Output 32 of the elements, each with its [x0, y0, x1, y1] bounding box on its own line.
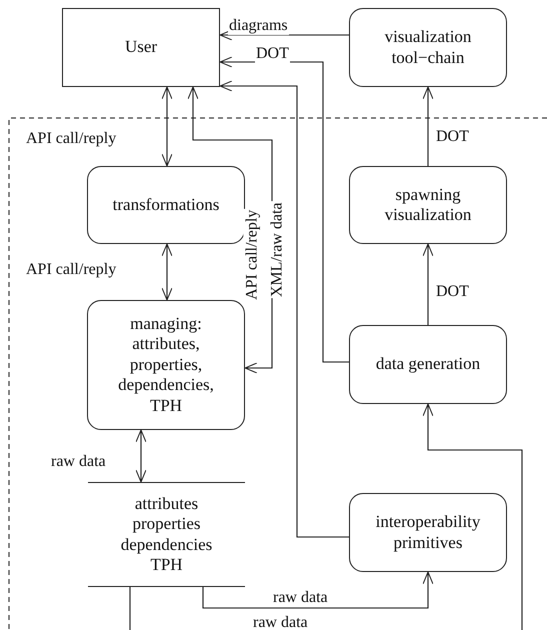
edge-label: API call/reply	[25, 130, 118, 148]
process-box	[349, 8, 507, 87]
actor-box	[62, 8, 220, 87]
node-text: User	[124, 37, 158, 58]
arrow	[220, 30, 349, 40]
process-box	[349, 493, 507, 572]
arrow	[422, 86, 434, 166]
arrow	[162, 86, 172, 166]
node-text: interoperability primitives	[374, 512, 482, 553]
arrow	[129, 404, 523, 630]
edge-label: diagrams	[228, 17, 289, 35]
arrow	[220, 80, 349, 538]
node-text: attributes properties dependencies TPH	[120, 494, 214, 576]
node-text: spawning visualization	[384, 184, 472, 226]
arrow	[136, 430, 146, 482]
arrow	[220, 56, 349, 363]
edge-label: API call/reply	[243, 208, 261, 301]
edge-label: API call/reply	[25, 261, 118, 279]
node-text: data generation	[376, 354, 480, 375]
process-box	[87, 166, 245, 244]
process-box	[349, 166, 507, 244]
arrow	[422, 244, 434, 325]
edge-label: DOT	[255, 45, 290, 63]
process-box	[87, 300, 245, 430]
node-text: managing: attributes, properties, dependencies, TPH	[117, 314, 215, 416]
node-text: transformations	[112, 194, 220, 216]
data-store	[88, 482, 245, 587]
arrow	[202, 572, 434, 609]
edge-label: raw data	[252, 614, 309, 630]
process-box	[349, 325, 507, 404]
node-text: visualization tool−chain	[384, 27, 472, 68]
arrow	[162, 244, 172, 300]
